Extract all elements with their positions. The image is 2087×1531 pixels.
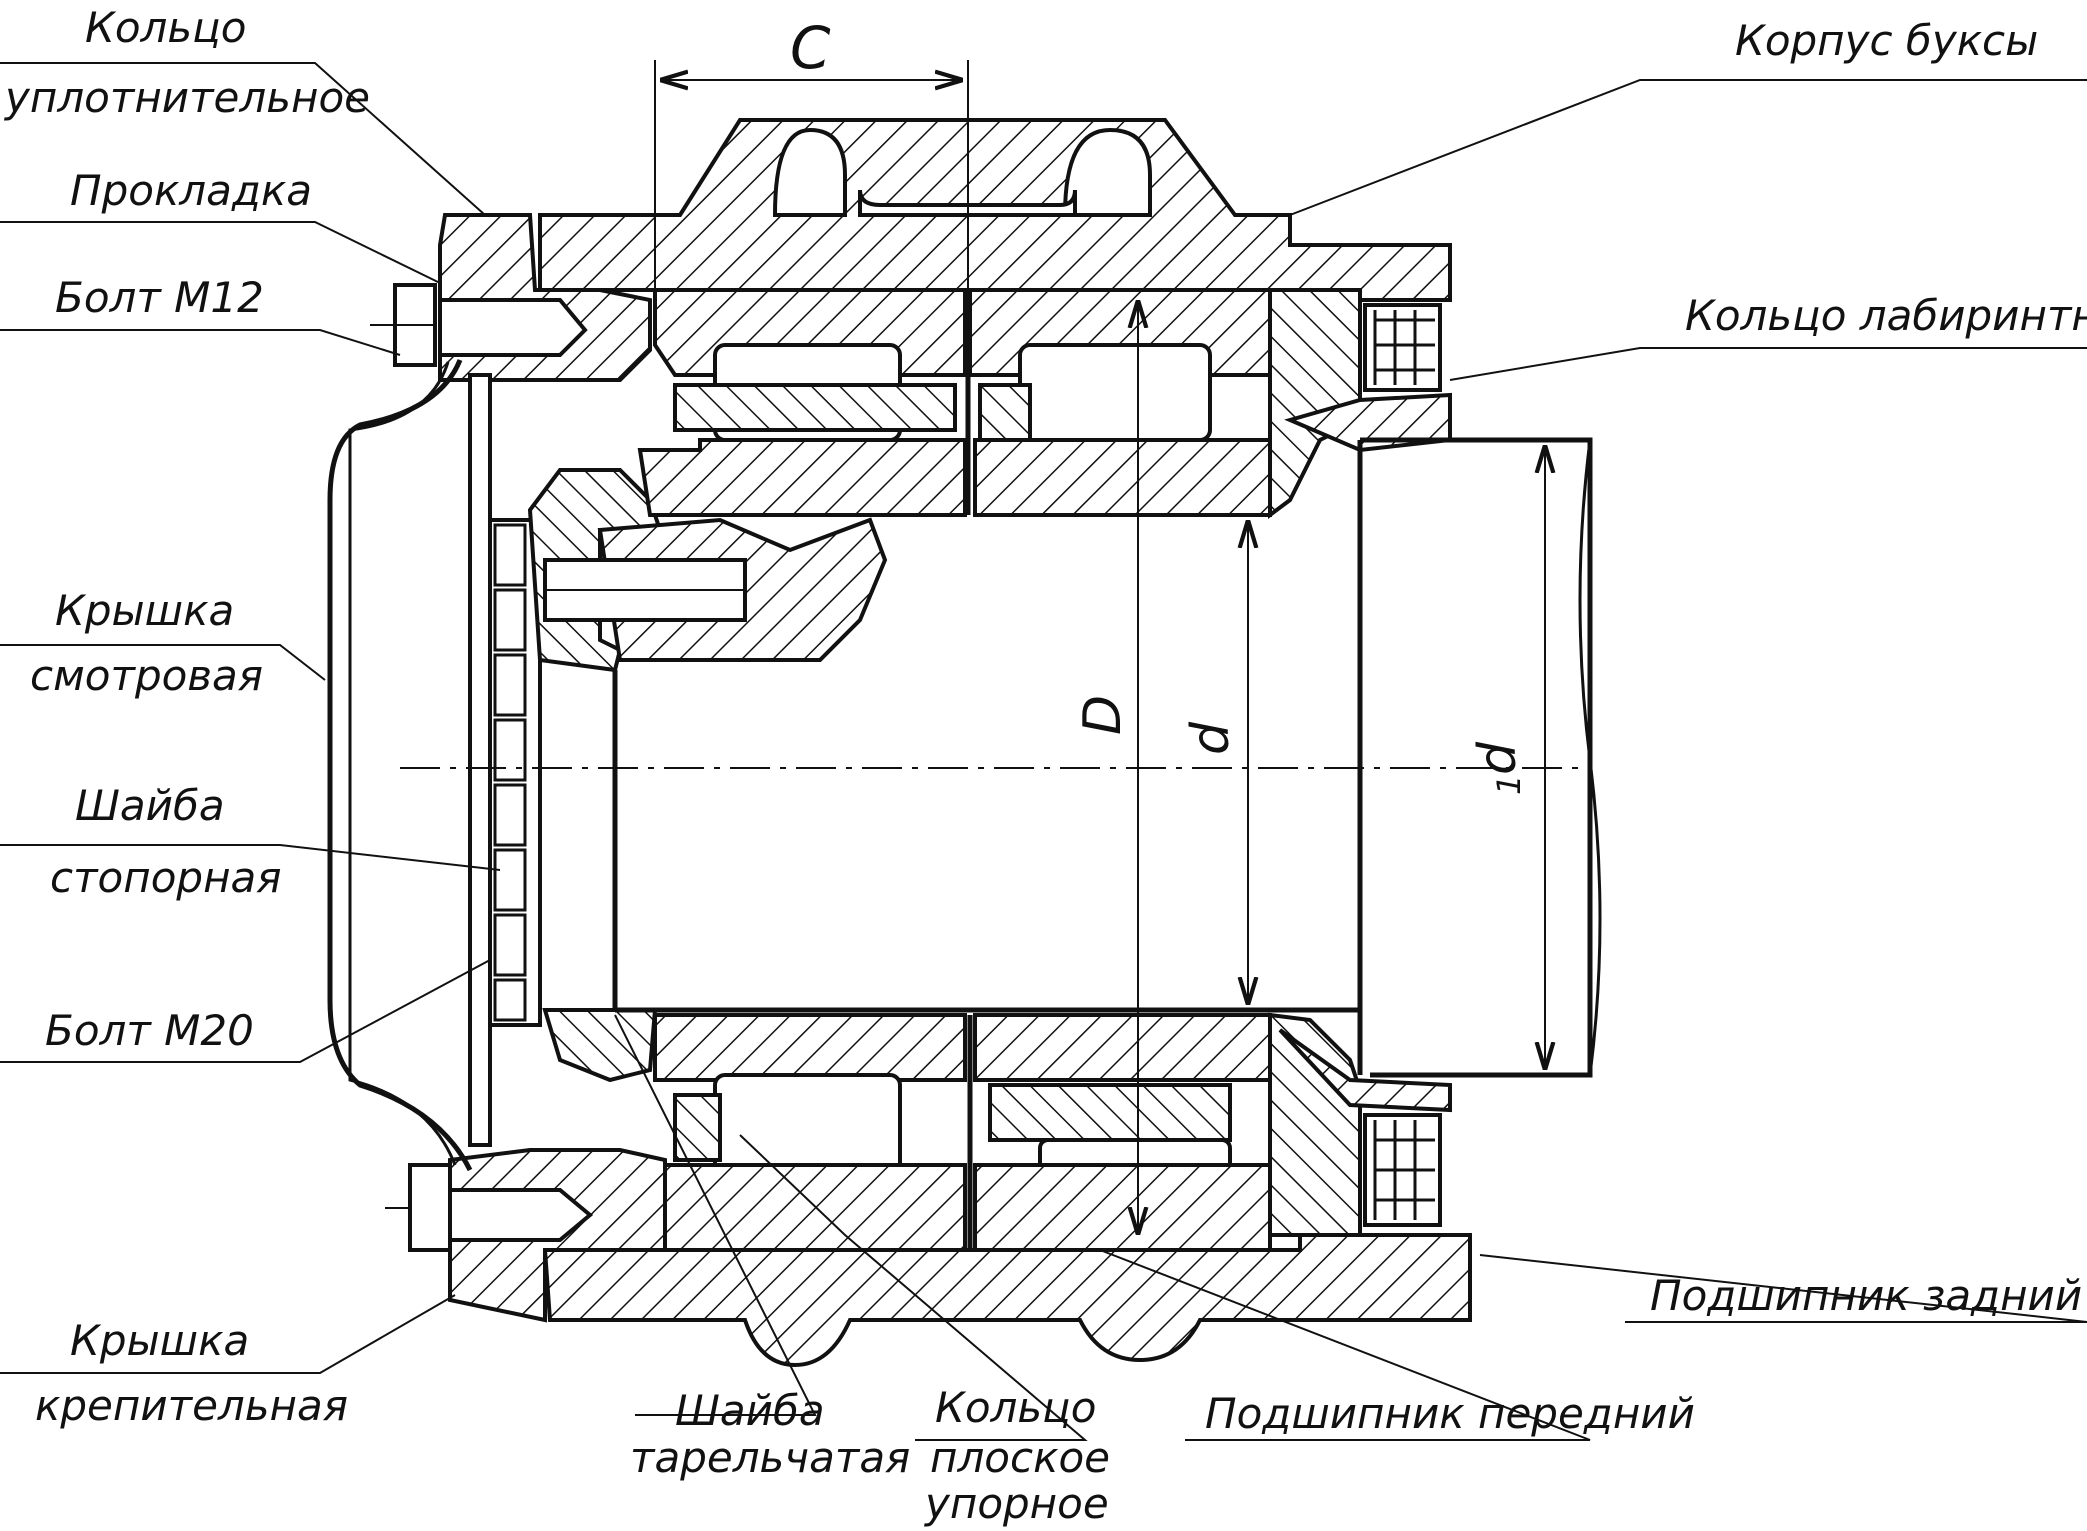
- label-axlebox-housing: Корпус буксы: [1735, 16, 2038, 65]
- axle-end-cap-top: [527, 468, 888, 673]
- label-ring-seal: Кольцо уплотнительное: [3, 3, 370, 122]
- dim-D-label: D: [1073, 695, 1133, 735]
- dim-d-label: d: [1181, 721, 1241, 755]
- label-thrust-ring: Кольцо плоское упорное: [923, 1383, 1110, 1528]
- axle-end-cap-bottom: [542, 1008, 658, 1083]
- label-ring-seal-line2: уплотнительное: [3, 73, 370, 122]
- dimension-c: [654, 60, 969, 300]
- label-cup-washer-line2: тарельчатая: [630, 1433, 910, 1482]
- bolt-m12-top: [370, 283, 437, 367]
- bolt-m12-bottom: [385, 1163, 452, 1252]
- label-ring-seal-line1: Кольцо: [85, 3, 246, 52]
- dim-d1-subscript: 1: [1490, 775, 1528, 795]
- fastening-cover-top: [438, 213, 652, 382]
- inspection-cover: [327, 359, 473, 1172]
- dim-c-label: C: [790, 14, 831, 82]
- label-lock-washer-line1: Шайба: [75, 781, 225, 830]
- rear-bearing-bottom: [973, 1013, 1272, 1252]
- label-inspection-cover: Крышка смотровая: [30, 586, 263, 700]
- label-lock-washer-line2: стопорная: [50, 853, 282, 902]
- label-front-bearing: Подшипник передний: [1205, 1389, 1695, 1438]
- label-thrust-ring-line3: упорное: [923, 1479, 1109, 1528]
- label-inspection-cover-line2: смотровая: [30, 651, 263, 700]
- dim-d1-label: d: [1468, 741, 1528, 775]
- label-thrust-ring-line1: Кольцо: [935, 1383, 1096, 1432]
- end-plate: [468, 373, 542, 1147]
- label-bolt-m20: Болт М20: [45, 1006, 254, 1055]
- labyrinth-ring-bottom: [1268, 1012, 1452, 1237]
- label-lock-washer: Шайба стопорная: [50, 781, 282, 902]
- axle-journal: [612, 437, 1602, 1078]
- rear-bearing-top: [968, 288, 1272, 517]
- label-cup-washer: Шайба тарельчатая: [630, 1386, 910, 1482]
- labyrinth-ring-top: [1268, 288, 1452, 519]
- axlebox-housing-top: [538, 118, 1452, 302]
- label-fastening-cover: Крышка крепительная: [35, 1316, 348, 1430]
- front-bearing-bottom: [653, 1013, 967, 1252]
- label-thrust-ring-line2: плоское: [930, 1433, 1110, 1482]
- label-fastening-cover-line2: крепительная: [35, 1381, 348, 1430]
- label-gasket: Прокладка: [70, 166, 312, 215]
- axlebox-housing-bottom: [542, 1233, 1472, 1368]
- label-labyrinth-ring: Кольцо лабиринтное: [1685, 291, 2087, 340]
- label-rear-bearing: Подшипник задний: [1650, 1271, 2082, 1320]
- label-inspection-cover-line1: Крышка: [55, 586, 234, 635]
- label-fastening-cover-line1: Крышка: [70, 1316, 249, 1365]
- front-bearing-top: [637, 288, 967, 517]
- label-cup-washer-line1: Шайба: [675, 1386, 825, 1435]
- leader-lines: [0, 62, 2087, 1441]
- label-bolt-m12: Болт М12: [55, 273, 264, 322]
